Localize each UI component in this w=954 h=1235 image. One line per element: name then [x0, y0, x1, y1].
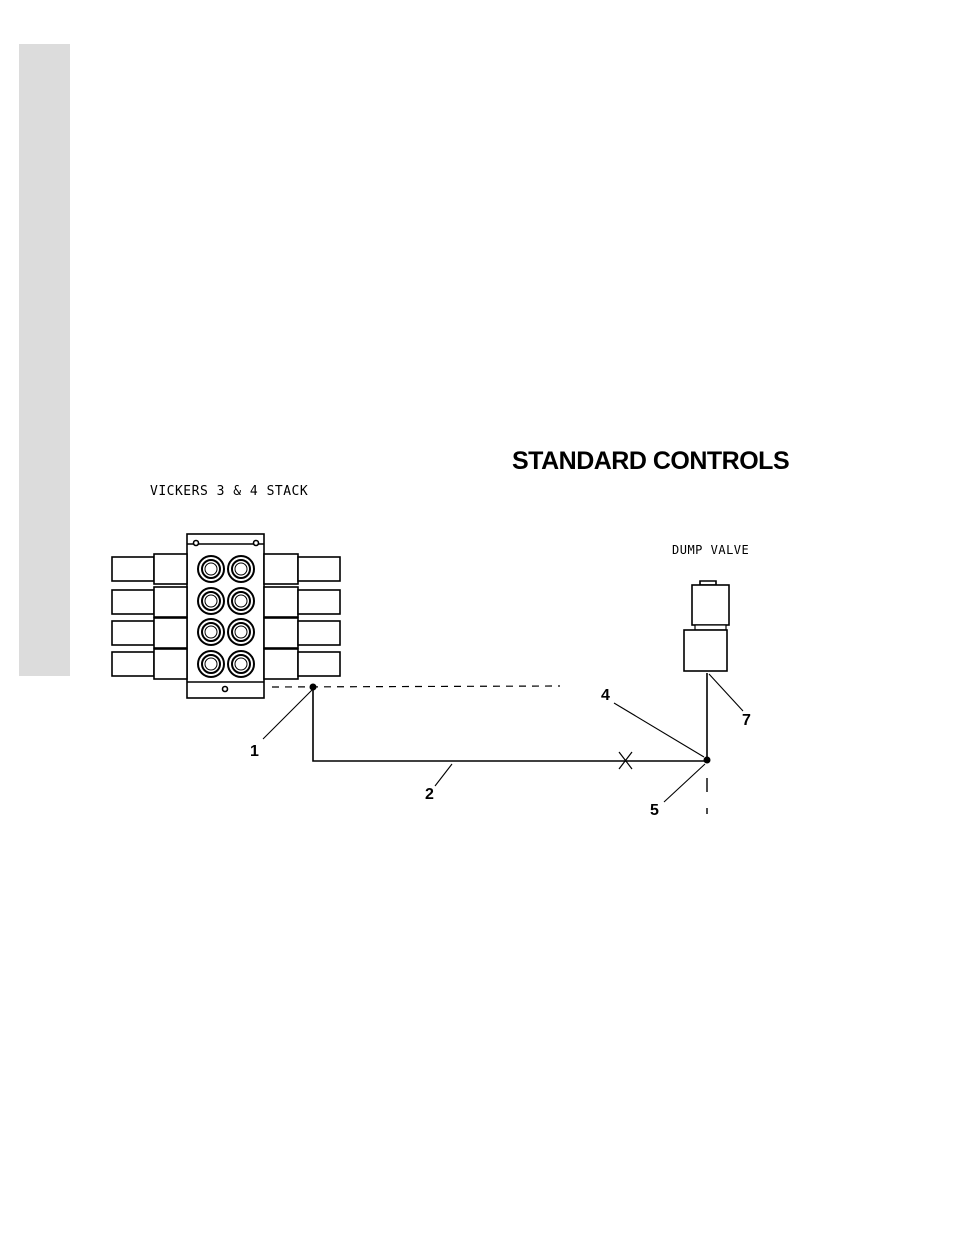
callout-1: 1: [250, 743, 259, 761]
spool-right-2: [298, 590, 340, 614]
spool-right-3: [298, 621, 340, 645]
mount-hole: [194, 541, 199, 546]
vickers-valve-stack: [112, 534, 340, 698]
spool-left-4: [112, 652, 154, 676]
spool-left-3: [112, 621, 154, 645]
spool-left-2: [112, 590, 154, 614]
fitting-5: [704, 757, 711, 764]
spool-right-4: [298, 652, 340, 676]
spool-left-1: [112, 557, 154, 581]
spool-right-1: [298, 557, 340, 581]
leader-lines: [263, 674, 743, 802]
callout-2: 2: [425, 786, 434, 804]
valve-body: [187, 534, 264, 698]
callout-5: 5: [650, 802, 659, 820]
mount-hole: [254, 541, 259, 546]
callout-4: 4: [601, 687, 610, 705]
callout-7: 7: [742, 712, 751, 730]
fitting-1: [310, 684, 317, 691]
dump-valve: [684, 581, 729, 671]
mount-hole: [223, 687, 228, 692]
